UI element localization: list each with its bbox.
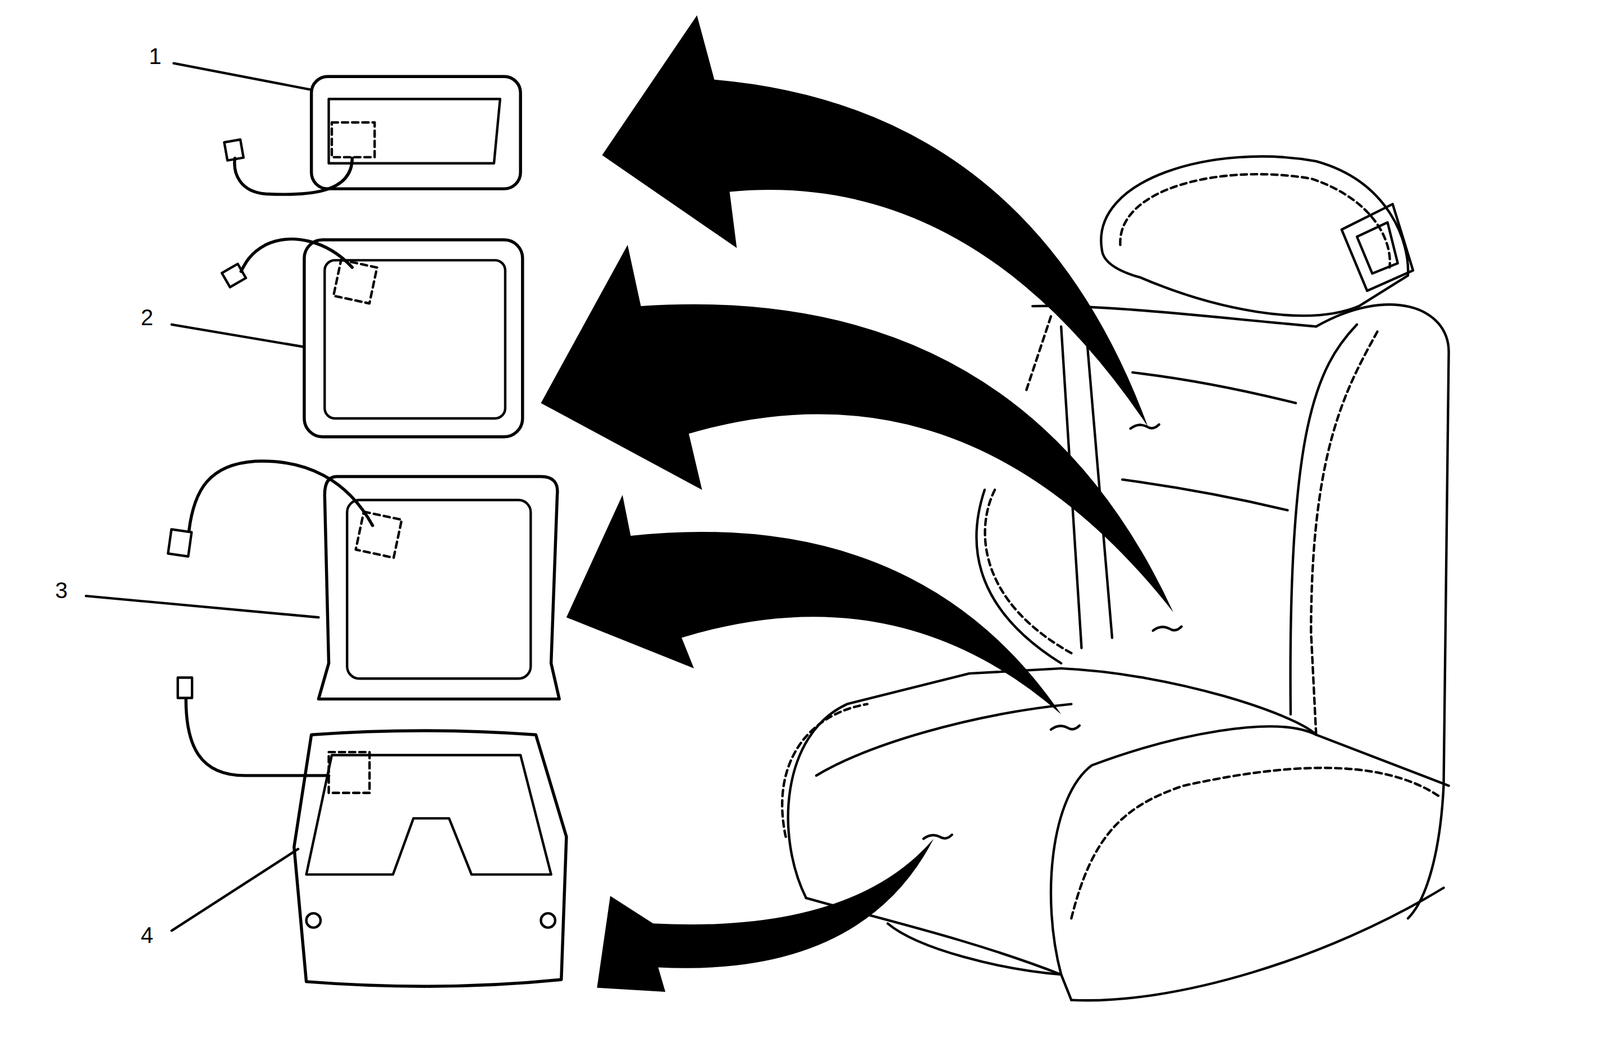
callout-number: 2 (140, 305, 154, 329)
callout-number: 4 (140, 923, 154, 946)
leader-line (173, 63, 312, 90)
heater-pad (167, 460, 560, 699)
leader-line (171, 848, 299, 931)
leader-line (171, 324, 305, 347)
heater-pad (221, 239, 523, 437)
heater-pad (224, 76, 521, 195)
callout-number: 1 (148, 44, 162, 68)
leader-line (85, 595, 319, 617)
heater-pad (177, 677, 567, 986)
curved-arrow (566, 494, 1062, 715)
callout-number: 3 (55, 578, 68, 602)
curved-arrow (596, 838, 934, 992)
